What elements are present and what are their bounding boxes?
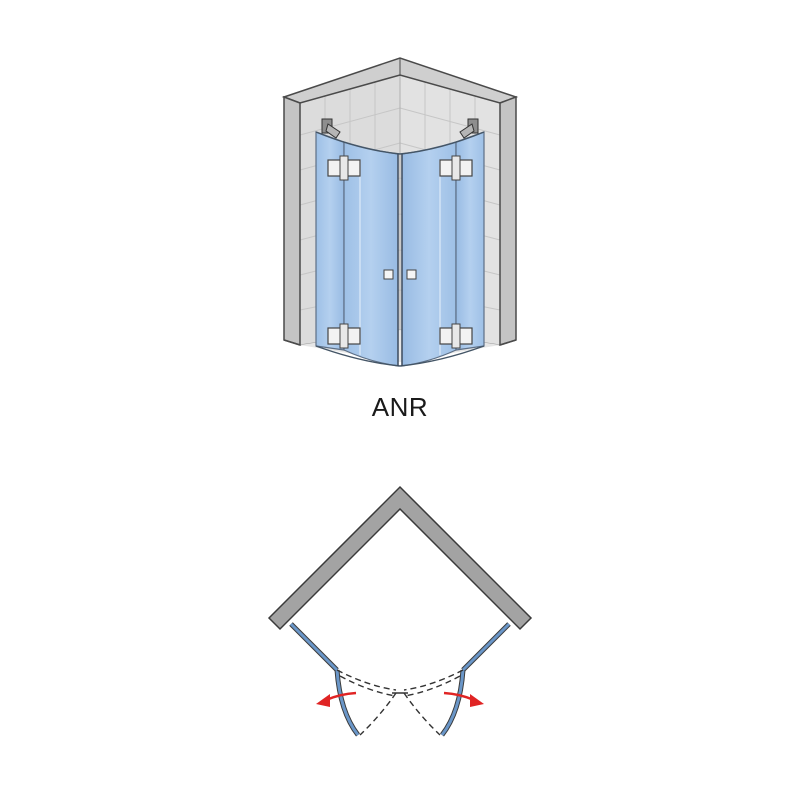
hinge-icon: [439, 155, 473, 181]
model-label: ANR: [371, 392, 429, 422]
swing-arrow-icon: [316, 691, 357, 707]
wall-bracket-right: [459, 118, 479, 139]
hinge-icon: [327, 155, 361, 181]
wall-bracket-left: [321, 118, 341, 139]
plan-walls: [267, 485, 533, 631]
hinge-icon: [327, 323, 361, 349]
hinge-icon: [439, 323, 473, 349]
handle-icon: [383, 269, 394, 280]
wall-frame: [281, 57, 519, 347]
glass-enclosure: [315, 131, 485, 367]
plan-swing-paths: [336, 669, 464, 736]
plan-doors: [334, 669, 466, 737]
swing-arrow-icon: [443, 691, 484, 707]
plan-fixed-panels: [289, 622, 511, 672]
handle-icon: [406, 269, 417, 280]
